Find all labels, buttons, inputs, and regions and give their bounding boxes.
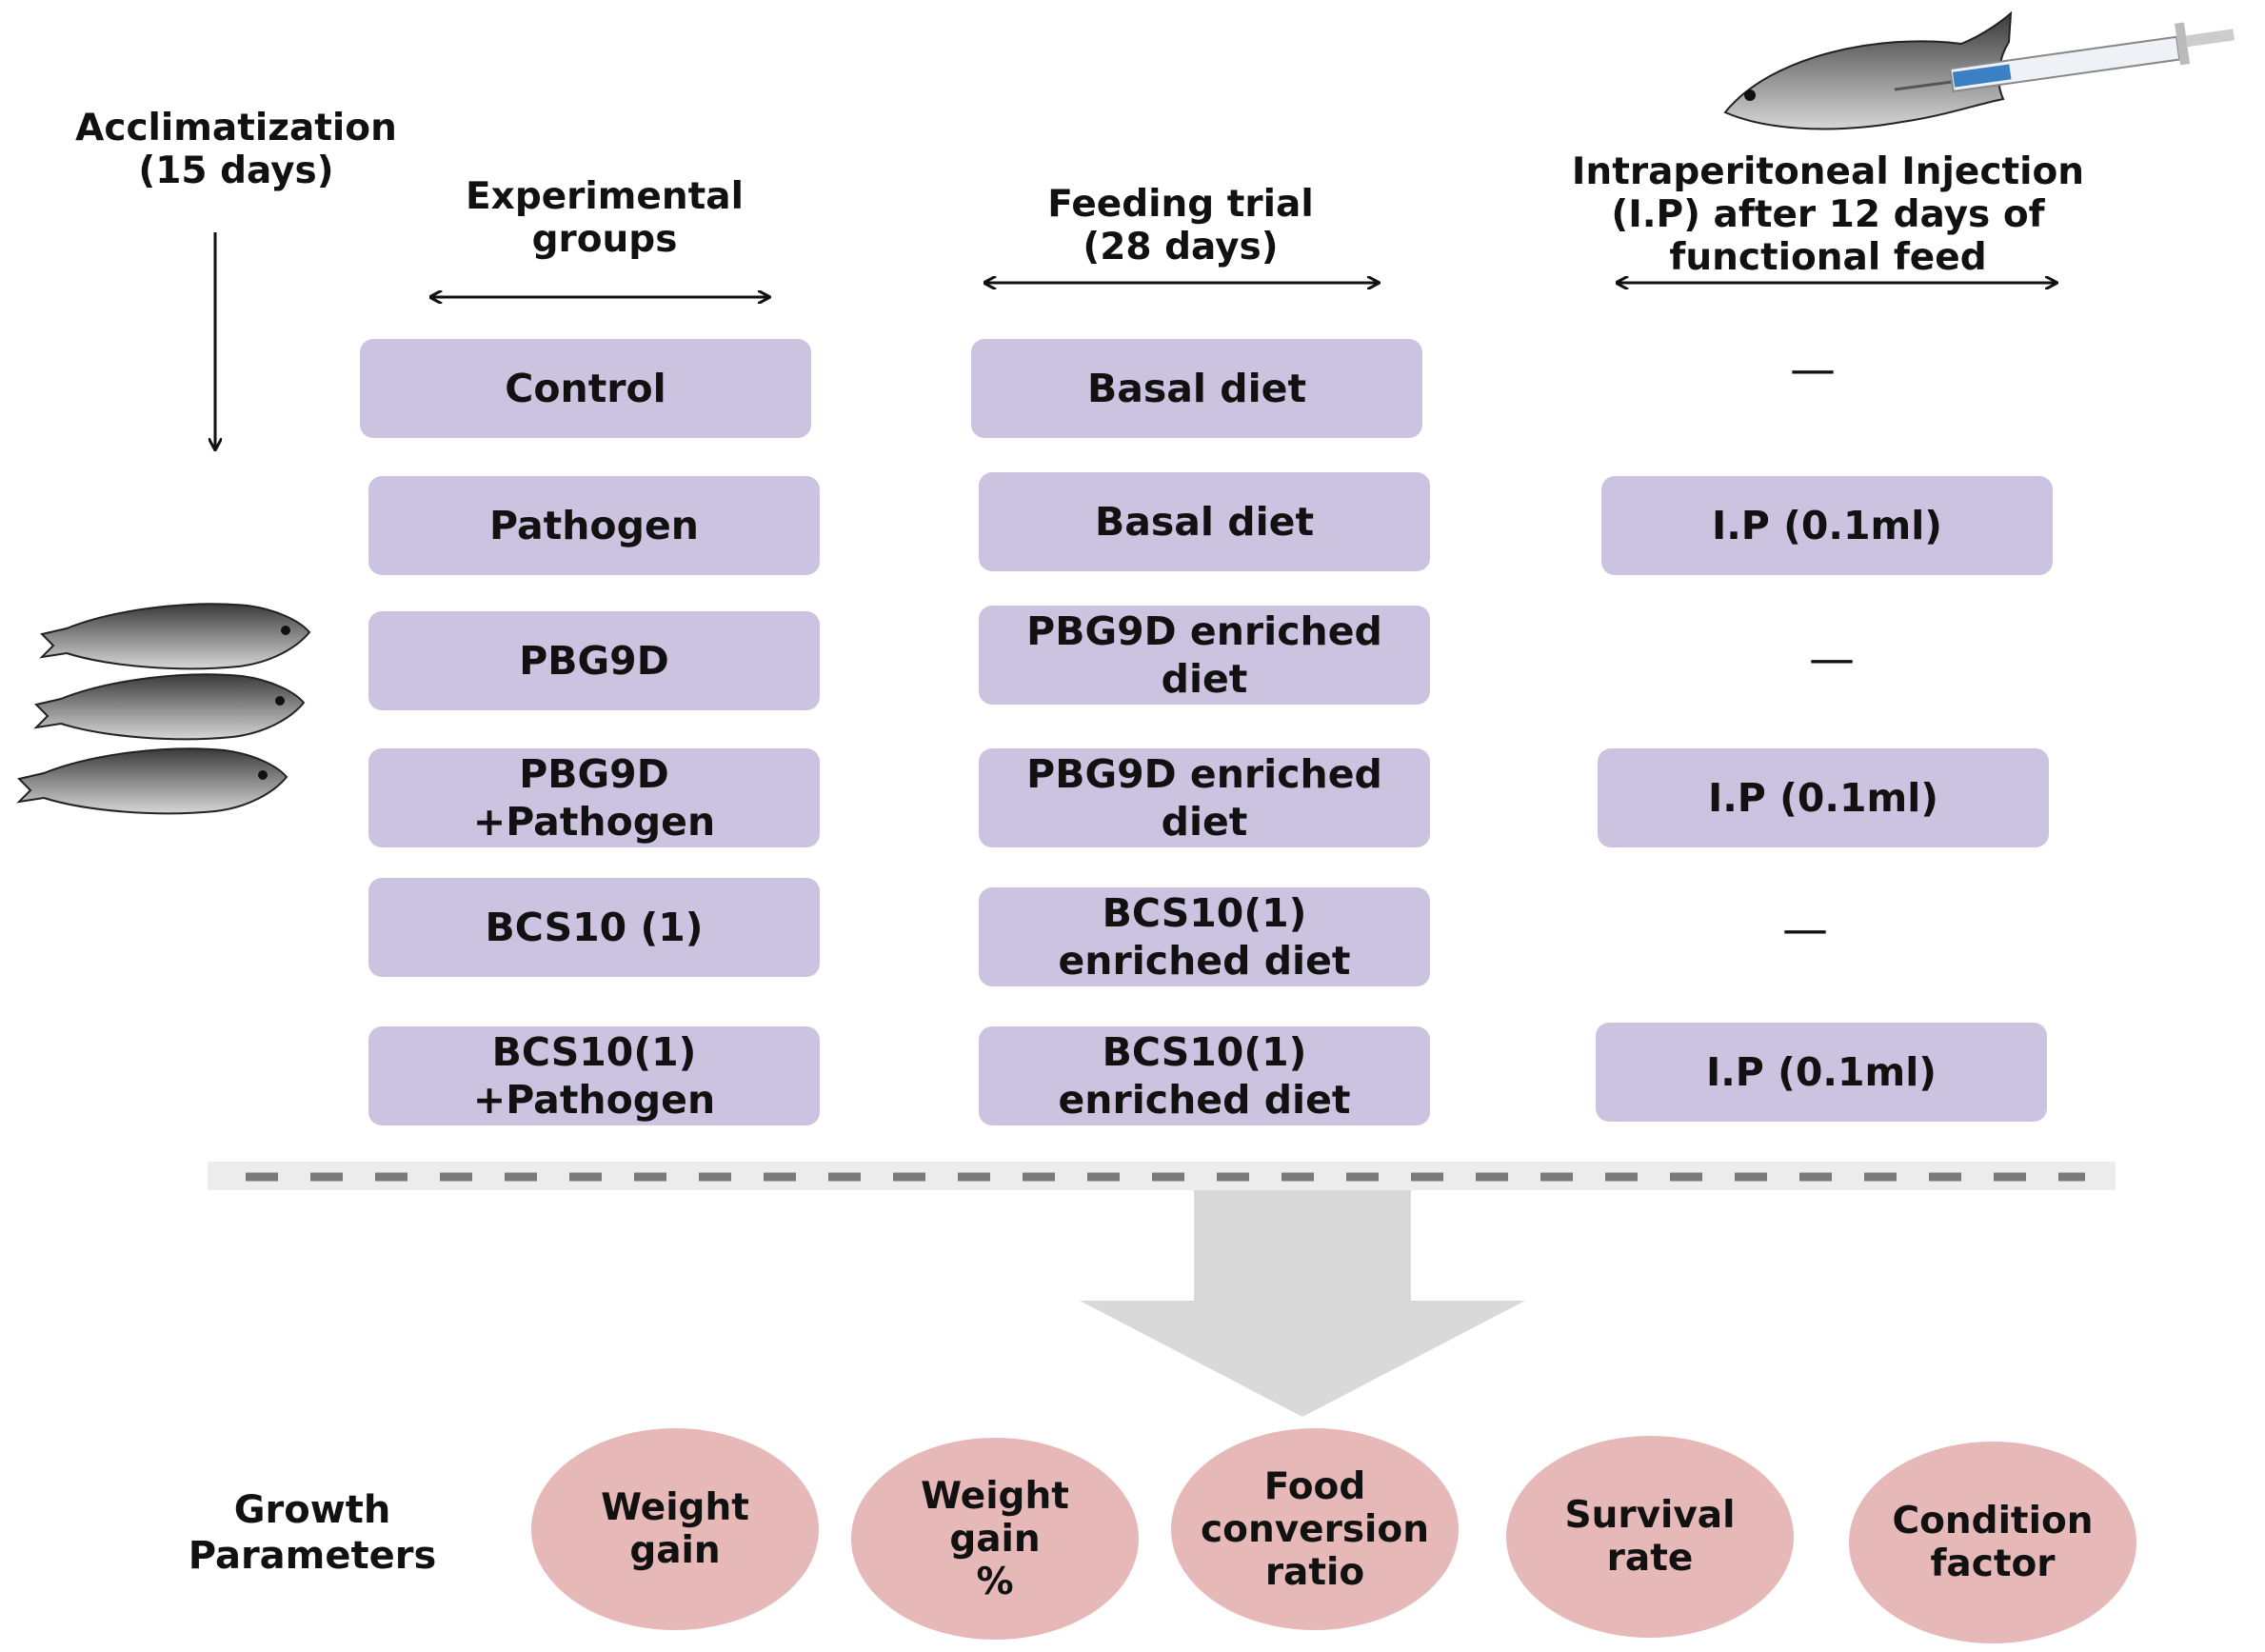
results-down-arrow bbox=[1080, 1190, 1525, 1417]
diet-box-pathogen: Basal diet bbox=[979, 472, 1430, 571]
diet-box-bcs10-pathogen: BCS10(1) enriched diet bbox=[979, 1026, 1430, 1125]
diet-box-pbg9d: PBG9D enriched diet bbox=[979, 606, 1430, 705]
injection-box-pbg9d-pathogen: I.P (0.1ml) bbox=[1598, 748, 2049, 847]
feeding-trial-header: Feeding trial (28 days) bbox=[1047, 183, 1314, 269]
group-box-bcs10: BCS10 (1) bbox=[368, 878, 820, 977]
growth-survival-rate: Survival rate bbox=[1506, 1436, 1794, 1638]
diet-box-bcs10: BCS10(1) enriched diet bbox=[979, 887, 1430, 986]
growth-weight-gain: Weight gain bbox=[531, 1428, 819, 1630]
injection-none-pbg9d: — bbox=[1809, 632, 1855, 686]
group-box-pbg9d: PBG9D bbox=[368, 611, 820, 710]
growth-condition-factor: Condition factor bbox=[1849, 1442, 2136, 1643]
group-box-pbg9d-pathogen: PBG9D +Pathogen bbox=[368, 748, 820, 847]
injection-none-bcs10: — bbox=[1782, 903, 1828, 956]
injection-header: Intraperitoneal Injection (I.P) after 12… bbox=[1571, 150, 2085, 279]
group-box-pathogen: Pathogen bbox=[368, 476, 820, 575]
fish-group-icon bbox=[16, 603, 311, 815]
group-box-control: Control bbox=[360, 339, 811, 438]
diet-box-control: Basal diet bbox=[971, 339, 1422, 438]
growth-parameters-label: Growth Parameters bbox=[188, 1488, 437, 1578]
syringe-icon bbox=[1894, 22, 2235, 93]
diet-box-pbg9d-pathogen: PBG9D enriched diet bbox=[979, 748, 1430, 847]
group-box-bcs10-pathogen: BCS10(1) +Pathogen bbox=[368, 1026, 820, 1125]
injection-box-bcs10-pathogen: I.P (0.1ml) bbox=[1596, 1023, 2047, 1122]
experimental-groups-header: Experimental groups bbox=[466, 175, 744, 261]
injection-none-control: — bbox=[1790, 343, 1836, 396]
growth-weight-gain-percent: Weight gain % bbox=[851, 1438, 1139, 1640]
growth-food-conversion-ratio: Food conversion ratio bbox=[1171, 1428, 1459, 1630]
acclimatization-label: Acclimatization (15 days) bbox=[75, 107, 397, 192]
injection-box-pathogen: I.P (0.1ml) bbox=[1601, 476, 2053, 575]
